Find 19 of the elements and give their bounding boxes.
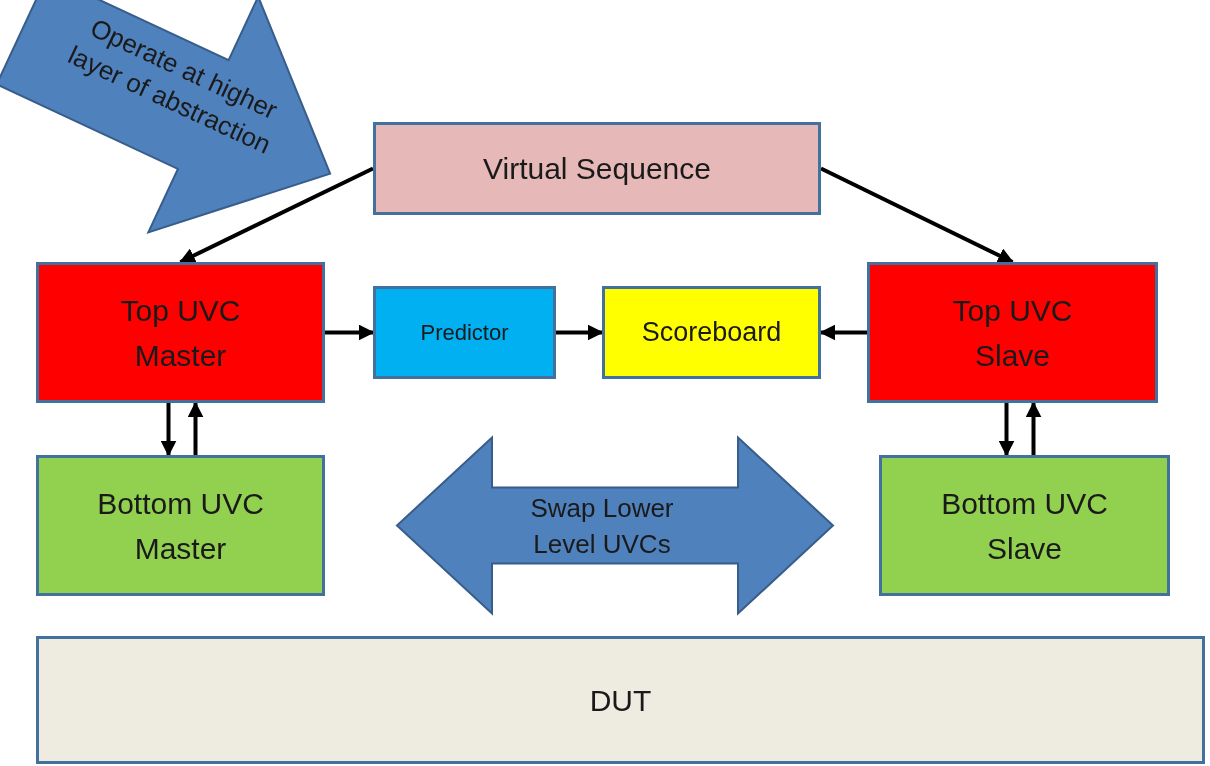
process-box: Virtual Sequence [373, 122, 821, 215]
arrow [325, 324, 375, 341]
arrow [160, 403, 177, 457]
process-box: DUT [36, 636, 1205, 764]
process-box: Top UVC Master [36, 262, 325, 403]
process-box: Scoreboard [602, 286, 821, 379]
arrow [556, 324, 604, 341]
process-box: Predictor [373, 286, 556, 379]
edge-label: Swap Lower Level UVCs [529, 491, 675, 561]
arrow [179, 166, 374, 264]
arrow [820, 166, 1014, 264]
arrow [187, 401, 204, 455]
arrow [998, 403, 1015, 457]
arrow [1025, 401, 1042, 455]
process-box: Top UVC Slave [867, 262, 1158, 403]
arrow [819, 324, 867, 341]
process-box: Bottom UVC Slave [879, 455, 1170, 596]
process-box: Bottom UVC Master [36, 455, 325, 596]
double-block-arrow [395, 435, 835, 616]
